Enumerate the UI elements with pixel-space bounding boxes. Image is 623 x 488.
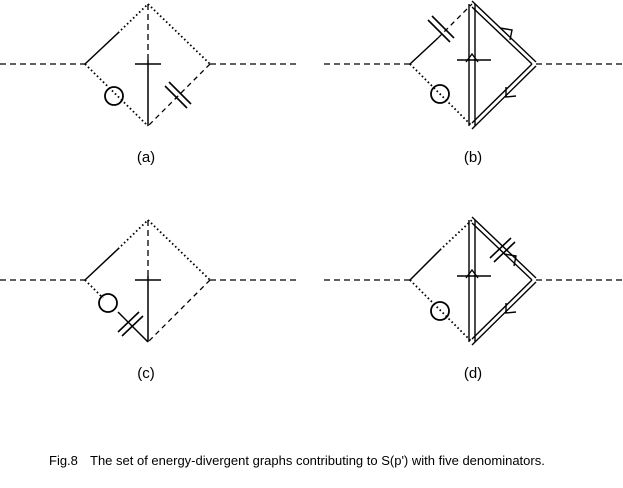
diamond-edge-lower-left	[409, 63, 473, 127]
diamond-edge-upper-left-solid	[409, 249, 441, 281]
diamond-edge-lower-left-solid	[117, 311, 149, 343]
panel-label-b: (b)	[464, 149, 482, 166]
caption-text: The set of energy-divergent graphs contr…	[90, 453, 545, 468]
fermion-loop	[468, 0, 537, 130]
cut-mark	[489, 237, 516, 263]
diamond-edge-upper-left	[84, 248, 119, 281]
arrow-up-icon	[465, 268, 479, 279]
panel-label-a: (a)	[137, 149, 155, 166]
diamond-edge-upper-left-dotted	[439, 219, 473, 251]
cut-mark	[117, 311, 144, 337]
feynman-diagram-figure: (a) (b)	[0, 0, 622, 382]
arrow-up-icon	[465, 52, 479, 63]
figure-number: Fig.8	[49, 453, 78, 468]
diamond-edge-upper-left-dotted	[117, 3, 149, 34]
arrow-down-right-icon	[499, 27, 513, 41]
arrow-down-left-icon	[505, 303, 517, 314]
graph-d	[324, 216, 622, 346]
diamond-edge-upper-left-solid	[409, 37, 439, 65]
loop-circle	[430, 84, 450, 104]
panel-label-d: (d)	[464, 365, 482, 382]
diamond-edge-lower-left-dotted	[84, 279, 104, 299]
diamond-edge-lower-left	[84, 63, 149, 127]
loop-circle	[98, 293, 118, 313]
cut-mark	[427, 15, 455, 43]
diamond-edge-lower-right	[147, 63, 211, 127]
diamond-edge-upper-left-dashed	[437, 3, 473, 39]
cut-mark	[164, 81, 192, 109]
fermion-loop	[468, 216, 537, 346]
diamond-edge-upper-left	[84, 32, 119, 65]
diamond-edge-lower-left	[409, 279, 473, 343]
diamond-edge-upper-left-dotted	[117, 219, 149, 250]
diamond-edge-upper-right	[147, 3, 211, 65]
graph-c	[0, 219, 298, 343]
graph-a	[0, 3, 298, 127]
loop-circle	[104, 86, 124, 106]
diamond-edge-upper-right	[147, 219, 211, 281]
arrow-down-left-icon	[505, 87, 517, 98]
diamond-edge-lower-right	[147, 279, 211, 343]
panel-label-c: (c)	[137, 365, 155, 382]
graph-b	[324, 0, 622, 130]
arrow-down-right-icon	[503, 253, 517, 267]
loop-circle	[430, 301, 450, 321]
